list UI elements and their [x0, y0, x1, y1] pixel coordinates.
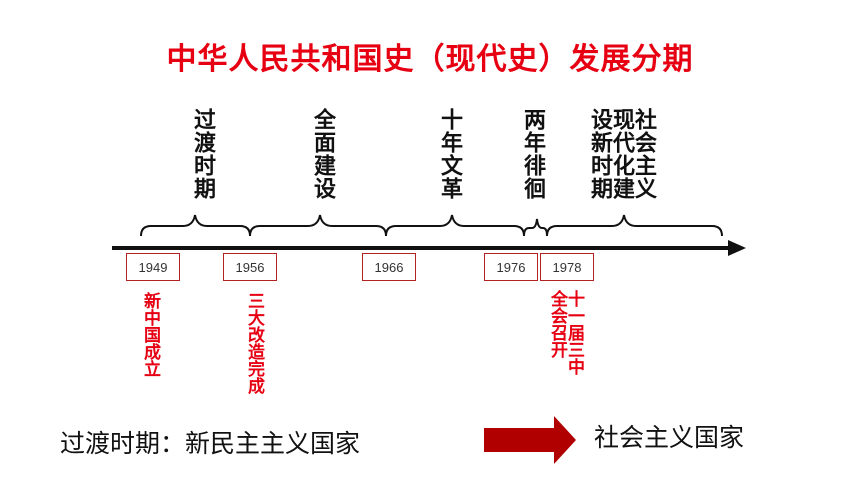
event-label-three-transformations: 三大改造完成	[244, 292, 264, 394]
brace-cultural-revolution	[385, 214, 525, 237]
brace-full-construction	[249, 214, 387, 237]
brace-two-year-wandering	[523, 218, 548, 237]
period-label-cultural-revolution: 十年文革	[437, 108, 462, 200]
transition-arrow	[484, 416, 576, 464]
event-label-third-plenum: 十一届三中全会召开	[547, 290, 584, 390]
event-label-third-plenum-text: 十一届三中全会召开	[547, 290, 584, 375]
period-label-transition: 过渡时期	[190, 108, 215, 200]
bottom-left-text: 过渡时期：新民主主义国家	[60, 429, 361, 458]
period-label-line-2: 社会主义	[631, 108, 656, 200]
year-box-1978: 1978	[540, 253, 594, 281]
year-box-1949: 1949	[126, 253, 180, 281]
year-box-1956: 1956	[223, 253, 277, 281]
timeline-arrowhead	[728, 240, 746, 256]
brace-modernization	[546, 214, 723, 237]
year-box-1976: 1976	[484, 253, 538, 281]
page-title: 中华人民共和国史（现代史）发展分期	[166, 42, 694, 77]
period-label-two-year-wandering: 两年徘徊	[520, 108, 545, 200]
period-label-line-1: 现代化建设新时期	[587, 108, 634, 200]
year-box-1966: 1966	[362, 253, 416, 281]
bottom-right-text: 社会主义国家	[594, 423, 745, 452]
brace-transition	[140, 214, 251, 237]
period-label-socialist-modernization: 社会主义现代化建设新时期	[587, 108, 656, 218]
period-label-full-construction: 全面建设	[310, 108, 335, 200]
event-label-prc-founded: 新中国成立	[140, 292, 160, 377]
